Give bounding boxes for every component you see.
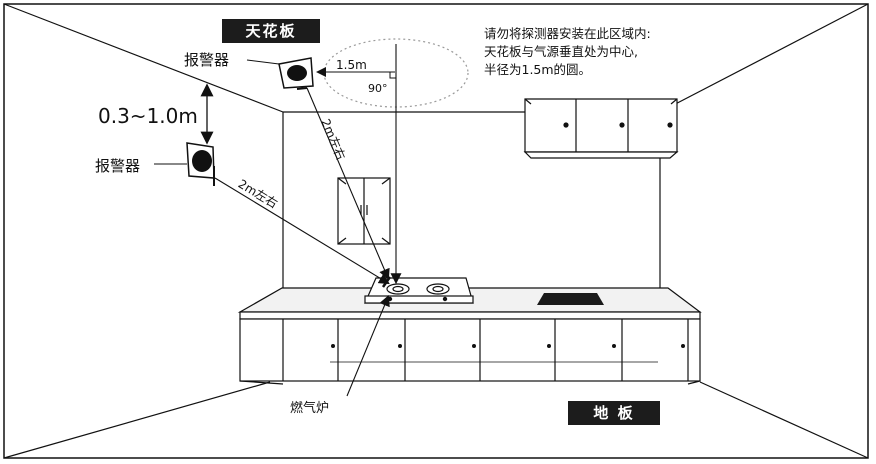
- outer-frame: [3, 3, 869, 459]
- stove-label: 燃气炉: [290, 401, 330, 416]
- ceiling-to-stove-line: [306, 87, 390, 281]
- right-angle-mark: [389, 72, 396, 79]
- note-line-3: 半径为1.5m的圆。: [484, 62, 592, 77]
- floor-label: 地 板: [568, 401, 660, 425]
- radius-label: 1.5m: [336, 58, 367, 72]
- lower-cabinets: [239, 318, 701, 385]
- distance-range-label: 0.3~1.0m: [98, 104, 198, 128]
- note-line-2: 天花板与气源垂直处为中心,: [484, 44, 638, 59]
- angle-label: 90°: [368, 82, 388, 95]
- sink: [537, 293, 604, 305]
- note-line-1: 请勿将探测器安装在此区域内:: [484, 26, 651, 41]
- ceiling-label: 天花板: [222, 19, 320, 43]
- ceiling-detector: [278, 57, 314, 90]
- window: [337, 177, 391, 245]
- wall-to-stove-line: [214, 177, 390, 285]
- room-edges: [3, 3, 869, 459]
- alarm-ceiling-label: 报警器: [184, 51, 230, 69]
- wall-detector: [186, 142, 215, 186]
- wall-cabinets: [523, 98, 679, 159]
- stove-leader: [346, 294, 390, 397]
- alarm-wall-label: 报警器: [95, 157, 141, 175]
- gas-stove: [364, 277, 474, 304]
